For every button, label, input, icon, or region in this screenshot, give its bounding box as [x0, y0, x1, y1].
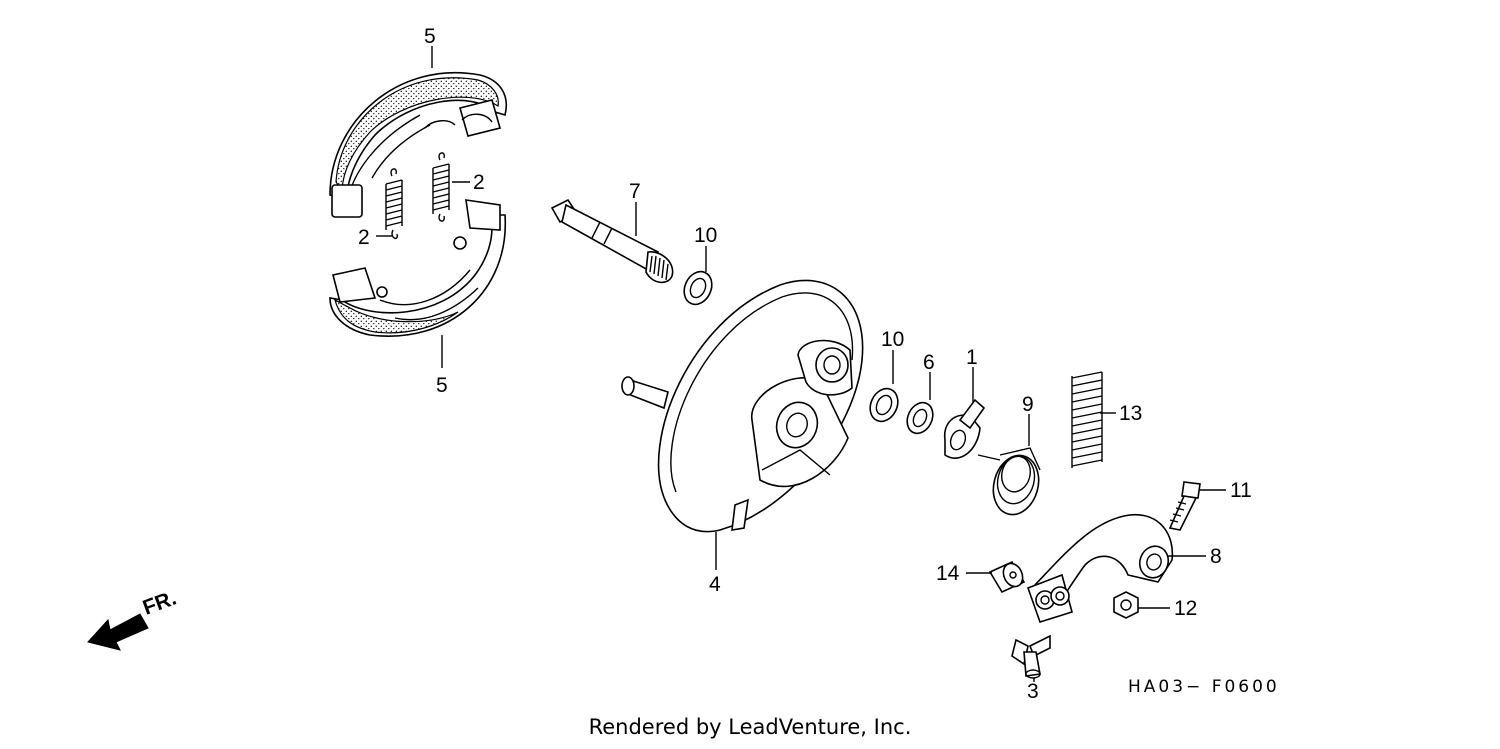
figure-code: HA03− F0600	[1128, 677, 1280, 697]
callout-nut[interactable]: 12	[1174, 597, 1197, 620]
callout-rod-spring[interactable]: 13	[1119, 402, 1142, 425]
callout-wing-nut[interactable]: 3	[1027, 680, 1039, 703]
callout-camshaft[interactable]: 7	[629, 180, 641, 203]
adjusting-wing-nut[interactable]	[1011, 634, 1051, 679]
front-direction-arrow	[87, 613, 149, 651]
callout-brake-arm[interactable]: 8	[1210, 545, 1222, 568]
brake-rod-spring[interactable]	[1071, 371, 1103, 468]
brake-shoe-bottom[interactable]	[329, 199, 506, 337]
callout-seal-upper[interactable]: 10	[694, 224, 717, 247]
brake-arm[interactable]	[1026, 514, 1174, 623]
dust-seal-upper[interactable]	[679, 267, 717, 309]
render-credit: Rendered by LeadVenture, Inc.	[588, 715, 912, 739]
shoe-spring-right[interactable]	[432, 152, 450, 222]
callout-shoe-bottom[interactable]: 5	[436, 374, 448, 397]
arm-nut[interactable]	[1113, 591, 1139, 619]
front-direction-label: FR.	[140, 587, 180, 620]
callout-return-spring[interactable]: 9	[1022, 393, 1034, 416]
callout-joint-pin[interactable]: 14	[936, 562, 960, 585]
return-spring[interactable]	[977, 447, 1045, 520]
dust-seal-lower[interactable]	[865, 384, 903, 426]
shoe-spring-left[interactable]	[385, 168, 403, 240]
callout-indicator-plate[interactable]: 1	[966, 346, 978, 369]
wear-indicator-plate[interactable]	[944, 398, 986, 459]
callout-seal-lower[interactable]: 10	[881, 328, 904, 351]
callout-shoe-top[interactable]: 5	[424, 25, 436, 48]
brake-panel[interactable]	[621, 279, 864, 533]
brake-shoe-top[interactable]	[329, 71, 507, 218]
callout-bolt[interactable]: 11	[1230, 479, 1252, 502]
callout-o-ring[interactable]: 6	[923, 351, 935, 374]
callout-spring-right[interactable]: 2	[473, 171, 485, 194]
arm-bolt[interactable]	[1168, 481, 1201, 531]
callout-brake-panel[interactable]: 4	[709, 573, 721, 596]
o-ring[interactable]	[902, 398, 937, 437]
brake-joint-pin[interactable]	[988, 560, 1026, 594]
brake-camshaft[interactable]	[550, 198, 674, 284]
leader-lines	[376, 46, 1226, 682]
callout-spring-left[interactable]: 2	[358, 226, 370, 249]
